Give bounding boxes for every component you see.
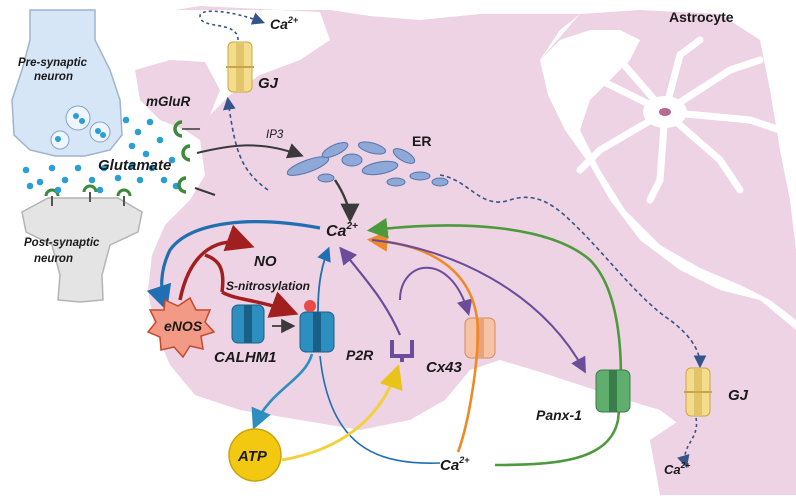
calhm1-label: CALHM1 <box>214 349 277 366</box>
calhm1-channel-icon <box>231 304 265 344</box>
ca-center-label: Ca2+ <box>326 221 358 240</box>
ca-panx-ca-green-arrow <box>366 217 623 467</box>
s-nitrosylation-label: S-nitrosylation <box>226 279 310 293</box>
cx43-label: Cx43 <box>426 359 463 376</box>
mglur-label: mGluR <box>146 94 191 109</box>
astrocyte-bottom-process <box>650 415 790 495</box>
calhm1-atp-arrow <box>251 353 314 430</box>
ca-gj-bottom-label: Ca2+ <box>664 460 690 477</box>
snitro-calhm1-arrow <box>221 290 299 318</box>
nitrosylation-site <box>304 300 316 312</box>
enos-burst-icon <box>146 296 216 359</box>
glutamate-ip3-arrow <box>196 143 304 159</box>
er-ca-arrow <box>334 179 360 223</box>
ca-panx-arrow <box>371 239 586 374</box>
p2r-receptor-icon <box>390 340 414 362</box>
postsynaptic-neuron <box>21 197 143 303</box>
atp-p2r-arrow <box>281 364 403 462</box>
astrocyte-cell-icon <box>566 36 784 204</box>
astrocyte-right-process <box>540 10 796 320</box>
presynaptic-neuron <box>11 9 123 157</box>
postsynaptic-receptors <box>44 184 132 206</box>
enos-no-arrow <box>178 224 255 301</box>
astrocyte-upper-lobe <box>135 60 220 140</box>
ca-cx43-ca-orange-arrow <box>366 230 480 453</box>
calhm1-ca-arrow <box>317 246 331 313</box>
atp-circle-icon <box>228 428 282 482</box>
panx1-channel-icon <box>595 369 631 413</box>
no-snitro-curve <box>204 253 225 293</box>
presynaptic-label-line1: Pre-synaptic <box>18 57 88 69</box>
presynaptic-label-line2: neuron <box>34 71 73 83</box>
panx1-label: Panx-1 <box>536 407 582 423</box>
dashed-er-gj-arrow <box>439 174 707 369</box>
ca-cx43-arrow <box>399 266 473 316</box>
mglur-line <box>194 187 216 196</box>
enos-label: eNOS <box>164 318 203 334</box>
mglur-receptors <box>173 120 191 194</box>
astrocyte-nucleus <box>659 108 671 116</box>
ip3-label: IP3 <box>266 129 284 141</box>
p2r-ca-arrow <box>339 246 402 336</box>
ca-top-label: Ca2+ <box>270 15 299 32</box>
p2r-label: P2R <box>346 347 374 363</box>
ca-enos-arrow <box>146 220 321 312</box>
ca-bottom-label: Ca2+ <box>440 455 470 474</box>
gj-bottom-label: GJ <box>728 387 749 404</box>
gap-junction-icon <box>226 41 254 93</box>
calhm1-channel-icon <box>299 311 335 353</box>
postsynaptic-label-line2: neuron <box>34 253 73 265</box>
astrocyte-cytoplasm <box>148 6 796 495</box>
glutamate-dots <box>22 116 180 194</box>
astrocyte-label: Astrocyte <box>669 9 734 25</box>
synaptic-vesicles <box>50 105 111 150</box>
ca-bottom-calhm1-line <box>319 355 441 464</box>
er-organelle-icon <box>286 141 449 187</box>
gap-junction-icon <box>684 367 712 417</box>
atp-label: ATP <box>237 448 268 465</box>
glutamate-label: Glutamate <box>98 157 171 174</box>
postsynaptic-label-line1: Post-synaptic <box>24 237 100 249</box>
top-gj-ca-arrow <box>199 10 265 41</box>
no-label: NO <box>254 253 277 270</box>
er-label: ER <box>412 133 431 149</box>
dashed-ip3-gj-arrow <box>222 96 269 191</box>
cx43-hemichannel-icon <box>464 317 496 359</box>
bottom-gj-ca-arrow <box>677 417 698 469</box>
gj-top-label: GJ <box>258 75 279 92</box>
